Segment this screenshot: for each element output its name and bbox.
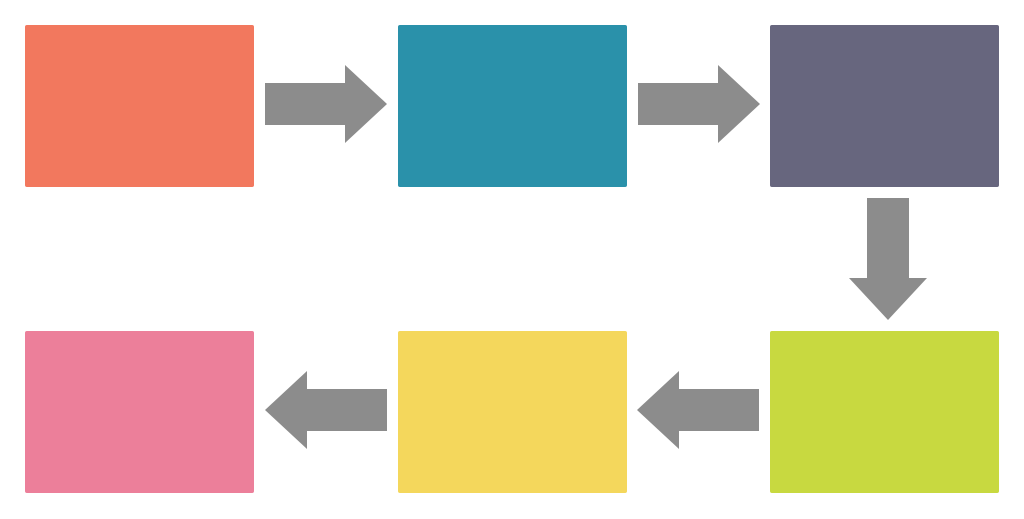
step-box-6: [25, 331, 254, 493]
step-box-1: [25, 25, 254, 187]
arrow-right-icon: [265, 65, 387, 143]
step-box-4: [770, 331, 999, 493]
arrow-left-icon: [637, 371, 759, 449]
arrow-left-icon: [265, 371, 387, 449]
arrow-right-icon: [638, 65, 760, 143]
step-box-5: [398, 331, 627, 493]
step-box-2: [398, 25, 627, 187]
step-box-3: [770, 25, 999, 187]
arrow-down-icon: [849, 198, 927, 320]
